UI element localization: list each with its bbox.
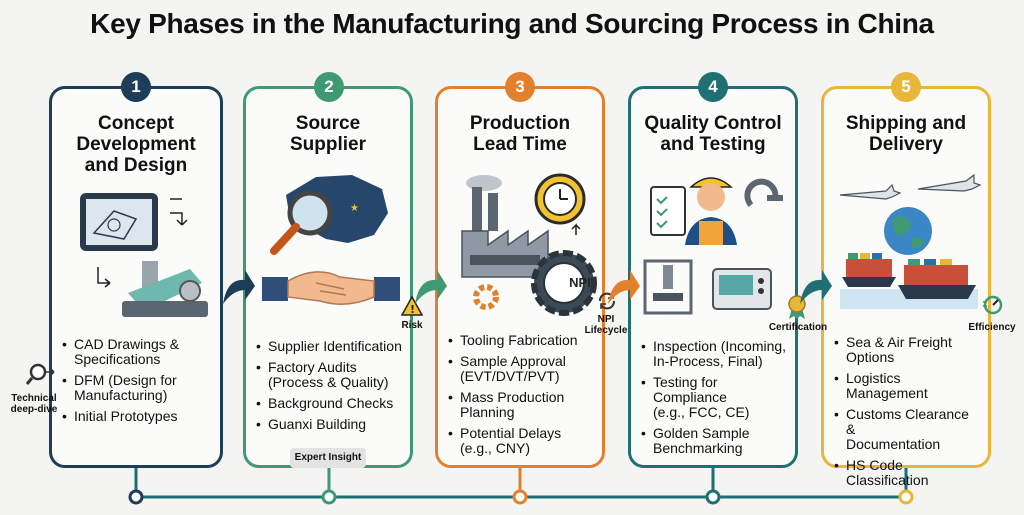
phase-5-title: Shipping and Delivery xyxy=(845,113,967,155)
china-map-magnifier-handshake-icon: ★ xyxy=(256,165,400,305)
arrow-3-to-4 xyxy=(608,270,640,304)
phase-3-badge: 3 xyxy=(505,72,535,102)
phase-4-badge: 4 xyxy=(698,72,728,102)
list-item: Potential Delays(e.g., CNY) xyxy=(446,426,596,456)
phase-3-card: Production Lead Time NPI Tooling Fabrica… xyxy=(435,86,605,468)
page-title: Key Phases in the Manufacturing and Sour… xyxy=(90,8,934,39)
arrow-2-to-3 xyxy=(415,270,447,304)
list-item: HS Code Classification xyxy=(832,458,982,488)
phase-3-title: Production Lead Time xyxy=(469,113,571,155)
phase-2-card: Source Supplier ★ Supplier Identificatio… xyxy=(243,86,413,468)
npi-gear-label: NPI xyxy=(569,275,591,290)
phase-4-list: Inspection (Incoming,In-Process, Final) … xyxy=(639,339,789,462)
list-item: Customs Clearance &Documentation xyxy=(832,407,982,452)
phase-5-badge: 5 xyxy=(891,72,921,102)
risk-label: Risk xyxy=(401,320,423,331)
certification-ribbon-icon xyxy=(788,295,806,319)
list-item: Logistics Management xyxy=(832,371,982,401)
phase-2-title: Source Supplier xyxy=(289,113,366,155)
list-item: Factory Audits(Process & Quality) xyxy=(254,360,404,390)
list-item: Tooling Fabrication xyxy=(446,333,596,349)
list-item: Background Checks xyxy=(254,396,404,412)
list-item: Guanxi Building xyxy=(254,417,404,433)
phase-1-badge: 1 xyxy=(121,72,151,102)
phase-1-title: Concept Development and Design xyxy=(76,113,196,176)
expert-insight-badge: Expert Insight xyxy=(290,448,366,468)
arrow-1-to-2 xyxy=(223,270,255,304)
warning-icon: ! xyxy=(401,296,423,316)
magnifier-icon xyxy=(26,363,55,385)
list-item: Sample Approval(EVT/DVT/PVT) xyxy=(446,354,596,384)
list-item: Testing for Compliance(e.g., FCC, CE) xyxy=(639,375,789,420)
efficiency-label: Efficiency xyxy=(968,322,1016,333)
list-item: Inspection (Incoming,In-Process, Final) xyxy=(639,339,789,369)
inspector-and-test-equipment-icon xyxy=(641,165,785,315)
list-item: Supplier Identification xyxy=(254,339,404,355)
phase-2-list: Supplier Identification Factory Audits(P… xyxy=(254,339,404,438)
cad-tablet-and-machine-icon xyxy=(62,189,210,329)
svg-text:★: ★ xyxy=(350,203,359,214)
phase-2-badge: 2 xyxy=(314,72,344,102)
phase-5-card: Shipping and Delivery Sea & Air FreightO… xyxy=(821,86,991,488)
svg-text:!: ! xyxy=(410,303,415,316)
phase-1-card: Concept Development and Design CAD Drawi… xyxy=(49,86,223,468)
phase-4-card: Quality Control and Testing xyxy=(628,86,798,468)
list-item: Initial Prototypes xyxy=(60,409,214,425)
efficiency-gauge-icon xyxy=(983,295,1003,315)
factory-clock-npi-gear-icon xyxy=(448,165,597,316)
phase-4-title: Quality Control and Testing xyxy=(644,113,782,155)
list-item: CAD Drawings &Specifications xyxy=(60,337,214,367)
planes-globe-ships-icon xyxy=(834,169,982,309)
phase-1-list: CAD Drawings &Specifications DFM (Design… xyxy=(60,337,214,430)
arrow-4-to-5 xyxy=(800,270,832,304)
phase-3-list: Tooling Fabrication Sample Approval(EVT/… xyxy=(446,333,596,462)
certification-label: Certification xyxy=(768,322,828,333)
